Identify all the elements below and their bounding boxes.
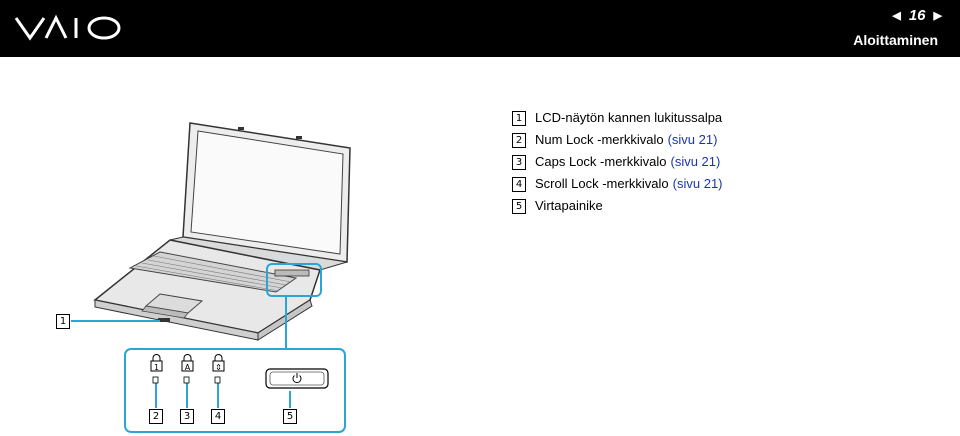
legend-number: 5 — [512, 198, 526, 214]
arrow-left-icon[interactable]: ◀ — [892, 10, 901, 22]
legend-text: Virtapainike — [535, 198, 603, 213]
caps-lock-icon: A — [181, 354, 194, 384]
callout-4: 4 — [211, 409, 225, 424]
page-reference-link[interactable]: (sivu 21) — [667, 132, 718, 147]
callout-5: 5 — [283, 409, 297, 424]
callout-2: 2 — [149, 409, 163, 424]
header-bar: ◀ 16 ▶ Aloittaminen — [0, 0, 960, 57]
legend-number: 1 — [512, 110, 526, 126]
legend-number: 3 — [512, 154, 526, 170]
arrow-right-icon[interactable]: ▶ — [933, 10, 942, 22]
legend-list: 1 LCD-näytön kannen lukitussalpa 2 Num L… — [512, 107, 723, 217]
svg-text:A: A — [185, 363, 191, 372]
legend-item: 3 Caps Lock -merkkivalo (sivu 21) — [512, 151, 723, 173]
vaio-logo — [14, 14, 121, 41]
legend-item: 5 Virtapainike — [512, 195, 723, 217]
page-reference-link[interactable]: (sivu 21) — [670, 154, 721, 169]
legend-item: 4 Scroll Lock -merkkivalo (sivu 21) — [512, 173, 723, 195]
legend-text: Num Lock -merkkivalo — [535, 132, 664, 147]
legend-item: 2 Num Lock -merkkivalo (sivu 21) — [512, 129, 723, 151]
legend-text: Scroll Lock -merkkivalo — [535, 176, 669, 191]
page-navigation: ◀ 16 ▶ — [892, 7, 942, 24]
scroll-lock-icon: ⇕ — [212, 354, 225, 384]
callout-3: 3 — [180, 409, 194, 424]
callout-1: 1 — [56, 314, 70, 329]
svg-text:1: 1 — [154, 363, 159, 372]
legend-item: 1 LCD-näytön kannen lukitussalpa — [512, 107, 723, 129]
legend-text: LCD-näytön kannen lukitussalpa — [535, 110, 723, 125]
num-lock-icon: 1 — [150, 354, 163, 384]
power-button-icon — [265, 368, 329, 389]
svg-text:⇕: ⇕ — [215, 363, 222, 372]
legend-number: 4 — [512, 176, 526, 192]
legend-number: 2 — [512, 132, 526, 148]
legend-text: Caps Lock -merkkivalo — [535, 154, 667, 169]
page-reference-link[interactable]: (sivu 21) — [672, 176, 723, 191]
section-title: Aloittaminen — [853, 32, 938, 48]
page-number: 16 — [908, 7, 926, 24]
